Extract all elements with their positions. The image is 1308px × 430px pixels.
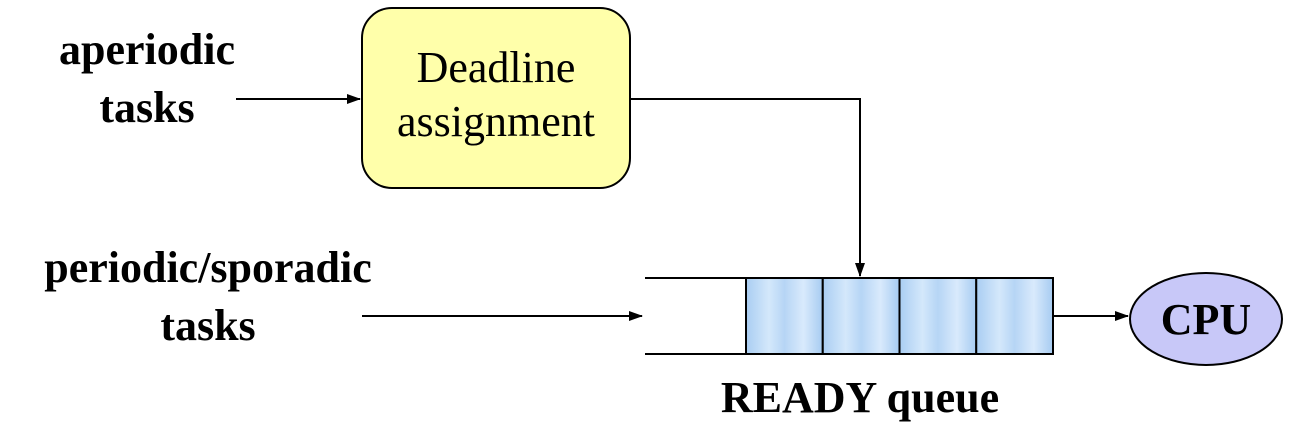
ready-queue [645, 277, 1054, 355]
deadline-label-line1: Deadline [417, 43, 576, 92]
queue-slot [821, 277, 901, 355]
cpu-ellipse [1129, 272, 1283, 366]
periodic-label-line2: tasks [160, 301, 255, 350]
queue-slots [745, 277, 1054, 355]
ready-queue-label: READY queue [721, 373, 999, 422]
queue-slot [745, 277, 824, 355]
periodic-tasks-label: periodic/sporadic tasks [44, 243, 372, 350]
cpu-node: CPU [1129, 272, 1283, 366]
deadline-assignment-box: Deadline assignment [361, 7, 631, 189]
queue-slot [975, 277, 1054, 355]
periodic-label-line1: periodic/sporadic [44, 243, 372, 292]
deadline-label-line2: assignment [397, 97, 595, 146]
aperiodic-label-line2: tasks [99, 83, 194, 132]
aperiodic-label-line1: aperiodic [59, 25, 235, 74]
aperiodic-tasks-label: aperiodic tasks [59, 25, 235, 132]
deadline-to-queue-arrow [630, 98, 865, 277]
cpu-label: CPU [1161, 295, 1251, 344]
queue-slot [898, 277, 978, 355]
